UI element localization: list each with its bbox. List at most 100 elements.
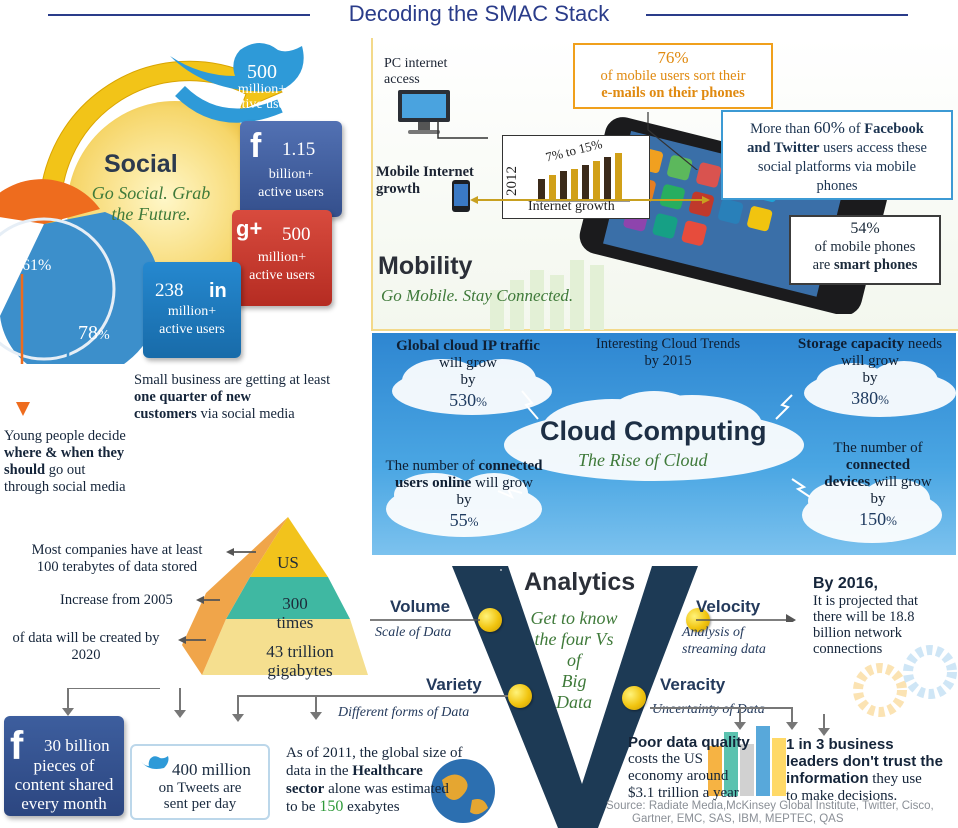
- source-note: Source: Radiate Media,McKinsey Global In…: [606, 800, 934, 826]
- growth-year: 2012: [504, 166, 520, 196]
- trends-l2: by 2015: [644, 353, 692, 369]
- most-companies-note: Most companies have at least 100 terabyt…: [6, 542, 228, 576]
- connector-lines: [437, 112, 699, 170]
- twitter-l1: million+: [237, 82, 287, 97]
- leaders-l2: leaders don't trust the: [786, 753, 943, 770]
- fb-l1a: More than: [750, 121, 814, 137]
- fb-l3: social platforms via mobile: [757, 159, 917, 175]
- pyr-mid-l1: 300: [282, 594, 308, 613]
- social-tagline: Go Social. Grab the Future.: [76, 183, 226, 225]
- sub-l1: Get to know: [530, 608, 618, 628]
- fb-content-text: pieces of content shared every month: [4, 756, 124, 813]
- by2016-l5: connections: [813, 641, 883, 657]
- fb-l4: phones: [816, 178, 858, 194]
- leaders-note: 1 in 3 business leaders don't trust the …: [786, 736, 943, 805]
- smart-pct: 54%: [850, 220, 880, 237]
- leaders-l1: 1 in 3 business: [786, 736, 894, 753]
- linkedin-tile: 238 in million+ active users: [143, 262, 241, 358]
- gplus-l2: active users: [249, 268, 315, 283]
- blue-arrow: [66, 350, 70, 364]
- twitter-tweets-icon: [140, 756, 169, 769]
- veracity-label: Veracity: [660, 675, 726, 694]
- pc-access-label: PC internet access: [384, 56, 447, 88]
- velocity-sub: Analysis of streaming data: [682, 624, 766, 658]
- trends-l1: Interesting Cloud Trends: [595, 336, 741, 352]
- fb-content-num: 30 billion: [44, 736, 110, 755]
- devices-pct-sym: %: [886, 513, 897, 528]
- health-l4c: exabytes: [343, 799, 400, 815]
- storage-l1a: Storage capacity: [797, 336, 905, 352]
- by2016-l3: there will be 18.8: [813, 609, 915, 625]
- gplus-tile: g+ 500 million+ active users: [232, 210, 332, 306]
- users-pct-sym: %: [467, 514, 479, 529]
- pc-l2: access: [384, 72, 420, 87]
- mobility-heading: Mobility: [378, 252, 473, 280]
- health-l2a: data in the: [286, 763, 353, 779]
- young-l1: Young people decide: [4, 428, 126, 444]
- twitter-num: 500: [247, 61, 277, 83]
- facebook-icon: f: [250, 127, 262, 165]
- monitor-icon: [398, 90, 450, 134]
- pct-78-num: 78: [78, 322, 98, 344]
- linkedin-l2: active users: [159, 322, 225, 337]
- variety-sub: Different forms of Data: [338, 705, 470, 720]
- healthcare-note: As of 2011, the global size of data in t…: [286, 744, 463, 816]
- storage-pct-sym: %: [878, 392, 889, 407]
- users-l3: by: [456, 492, 472, 508]
- variety-label: Variety: [426, 675, 482, 694]
- devices-l3a: devices: [824, 474, 871, 490]
- small-l1: Small business are getting at least: [134, 372, 331, 388]
- devices-l2: connected: [845, 457, 911, 473]
- gplus-num: 500: [282, 224, 311, 245]
- pct-61: 61%: [22, 257, 52, 274]
- variety-veracity-connectors: [62, 688, 830, 736]
- source-l1: Source: Radiate Media,McKinsey Global In…: [606, 800, 934, 812]
- mobility-bg-bars: [490, 260, 604, 330]
- title-bar: Decoding the SMAC Stack: [0, 0, 958, 32]
- growth-l1: Mobile Internet: [376, 164, 474, 180]
- title-rule-left: [48, 14, 310, 16]
- source-l2: Gartner, EMC, SAS, IBM, MEPTEC, QAS: [632, 813, 844, 825]
- pyramid-arrows: [178, 548, 256, 644]
- velocity-label: Velocity: [696, 597, 761, 616]
- poor-l1: Poor data quality: [628, 734, 750, 751]
- poor-l2: costs the US: [628, 751, 703, 767]
- small-l3b: via social media: [196, 406, 295, 422]
- social-heading: Social: [104, 150, 178, 178]
- storage-pct: 380: [851, 388, 879, 408]
- users-l1a: The number of: [385, 458, 479, 474]
- big-v-graphic: [452, 566, 698, 828]
- fb-content-l3: content shared: [14, 775, 114, 794]
- volume-sub: Scale of Data: [375, 625, 452, 640]
- gplus-l1: million+: [257, 250, 307, 265]
- tw-l3: sent per day: [163, 796, 237, 812]
- cloud-ip-stat: Global cloud IP traffic will grow by 530…: [380, 338, 556, 413]
- small-business-note: Small business are getting at least one …: [134, 372, 330, 423]
- fb-l2b: users access these: [819, 140, 927, 156]
- velocity-sub-l2: streaming data: [682, 642, 766, 657]
- volume-velocity-lines: [370, 614, 796, 622]
- veracity-dot: [622, 686, 646, 710]
- fb-content-l4: every month: [21, 794, 107, 813]
- pyramid-bottom-label: 43 trillion gigabytes: [230, 642, 370, 680]
- twitter-stat: 500 million+ active users: [222, 62, 302, 112]
- cloud-storage-stat: Storage capacity needs will grow by 380%: [782, 336, 958, 411]
- users-pct: 55: [449, 510, 468, 530]
- fb-l1d: Facebook: [864, 121, 924, 137]
- smart-l2a: are: [812, 257, 834, 273]
- most-l2: 100 terabytes of data stored: [36, 559, 198, 575]
- poor-l3: economy around: [628, 768, 729, 784]
- small-l3: customers: [134, 406, 197, 422]
- young-people-note: Young people decide where & when they sh…: [4, 428, 126, 496]
- fb-l2a: and Twitter: [747, 140, 820, 156]
- veracity-sub: Uncertainty of Data: [652, 702, 765, 717]
- email-stat-box: 76% of mobile users sort their e-mails o…: [573, 43, 773, 109]
- globe-icon: [431, 759, 495, 823]
- social-tagline-2: the Future.: [111, 204, 191, 224]
- pie-blue: [0, 212, 162, 364]
- pyr-mid-l2: times: [276, 613, 314, 632]
- increase-note: Increase from 2005: [60, 592, 173, 608]
- variety-dot: [508, 684, 532, 708]
- cloud-heading: Cloud Computing: [540, 416, 767, 446]
- twitter-bird-icon: [170, 43, 304, 123]
